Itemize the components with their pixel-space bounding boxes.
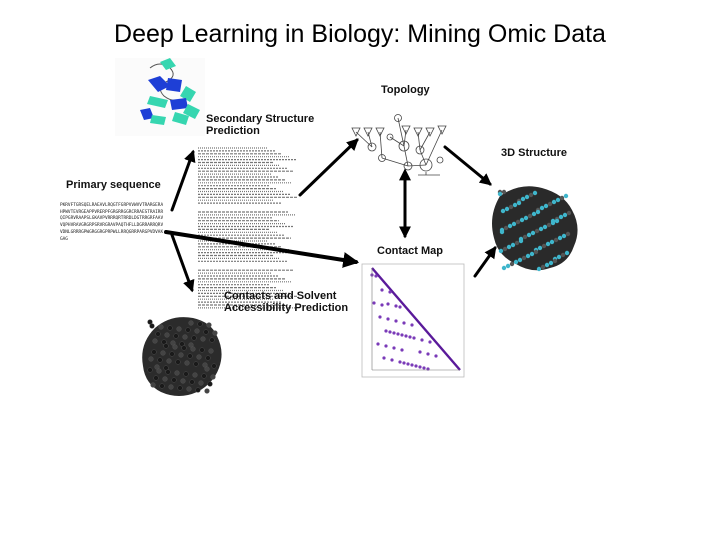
- protein-3d-structure-image: [492, 186, 578, 272]
- topology-label: Topology: [381, 84, 430, 96]
- 3d-structure-label: 3D Structure: [501, 147, 568, 159]
- solvent-surface-image: [142, 317, 222, 396]
- primary-sequence-text: PKRVFTGRSQELRAEAVLRQGTFGRPVVWVVTRARGERAH…: [60, 203, 164, 242]
- arrow-to-3d-from-contactmap: [473, 246, 497, 278]
- secondary-structure-label: Secondary Structure Prediction: [206, 113, 315, 137]
- protein-ribbon-image: [115, 58, 205, 136]
- arrow-to-3d-from-topology: [443, 145, 492, 186]
- contacts-accessibility-label: Contacts and Solvent Accessibility Predi…: [224, 290, 349, 314]
- topology-graph-image: [351, 114, 447, 176]
- page-title: Deep Learning in Biology: Mining Omic Da…: [114, 20, 606, 48]
- arrow-to-topology: [298, 138, 359, 197]
- primary-sequence-label: Primary sequence: [66, 179, 161, 191]
- arrow-to-contacts: [170, 233, 195, 293]
- arrow-to-secondary: [170, 149, 196, 212]
- sequence-alignment-image: [196, 145, 298, 309]
- contact-map-label: Contact Map: [377, 245, 443, 257]
- arrow-to-contactmap: [164, 230, 360, 268]
- contact-map-image: [361, 263, 465, 378]
- flow-arrows: [164, 138, 497, 293]
